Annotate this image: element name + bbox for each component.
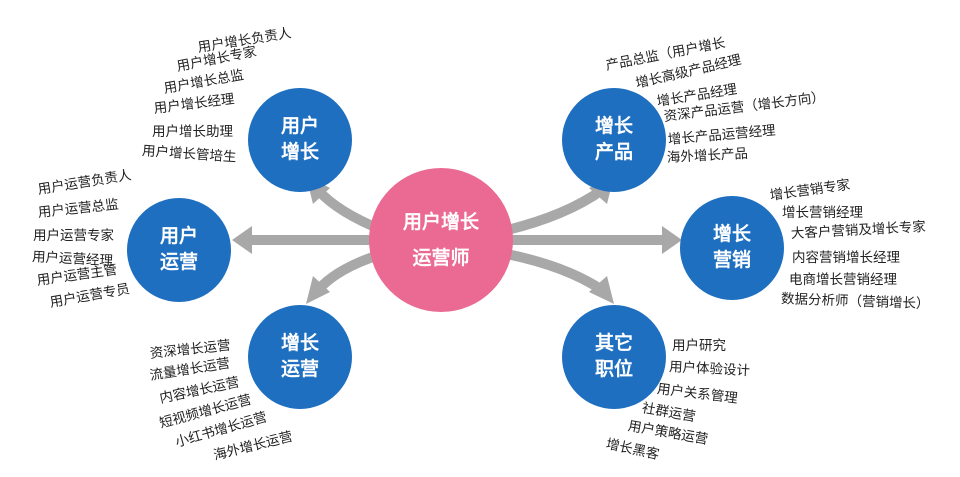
other-roles-item: 用户研究 xyxy=(672,338,726,354)
node-growth-marketing: 增长 营销 xyxy=(680,196,784,300)
center-title-line1: 用户增长 xyxy=(402,210,479,233)
node-user-growth-line2: 增长 xyxy=(280,141,319,163)
node-growth-ops-line1: 增长 xyxy=(280,332,319,355)
arrowhead-growth-marketing xyxy=(662,226,682,254)
node-user-ops: 用户 运营 xyxy=(127,198,231,302)
node-growth-product-line1: 增长 xyxy=(594,115,633,138)
growth-marketing-item: 电商增长营销经理 xyxy=(789,272,897,288)
node-user-growth-line1: 用户 xyxy=(280,115,319,138)
arrowhead-user-ops xyxy=(232,226,252,254)
center-node: 用户增长 运营师 xyxy=(369,168,513,312)
node-other-roles-line2: 职位 xyxy=(594,358,633,380)
growth-marketing-item: 内容营销增长经理 xyxy=(792,250,900,266)
node-growth-ops-line2: 运营 xyxy=(280,358,319,380)
node-growth-marketing-line1: 增长 xyxy=(712,223,751,246)
node-other-roles-line1: 其它 xyxy=(594,332,633,355)
node-growth-product: 增长 产品 xyxy=(562,88,666,192)
center-title-line2: 运营师 xyxy=(412,247,470,269)
growth-marketing-item: 增长营销经理 xyxy=(782,205,863,221)
node-user-ops-line1: 用户 xyxy=(159,225,198,248)
node-other-roles: 其它 职位 xyxy=(562,305,666,409)
user-growth-item: 用户增长助理 xyxy=(152,124,233,140)
arrowhead-growth-ops xyxy=(306,276,330,304)
node-growth-product-line2: 产品 xyxy=(594,141,633,163)
node-user-ops-line2: 运营 xyxy=(159,251,198,273)
user-ops-item: 用户运营专家 xyxy=(33,228,114,244)
node-user-growth: 用户 增长 xyxy=(248,88,352,192)
arrowhead-other-roles xyxy=(589,276,614,304)
node-growth-ops: 增长 运营 xyxy=(248,305,352,409)
node-growth-marketing-line2: 营销 xyxy=(712,249,751,271)
